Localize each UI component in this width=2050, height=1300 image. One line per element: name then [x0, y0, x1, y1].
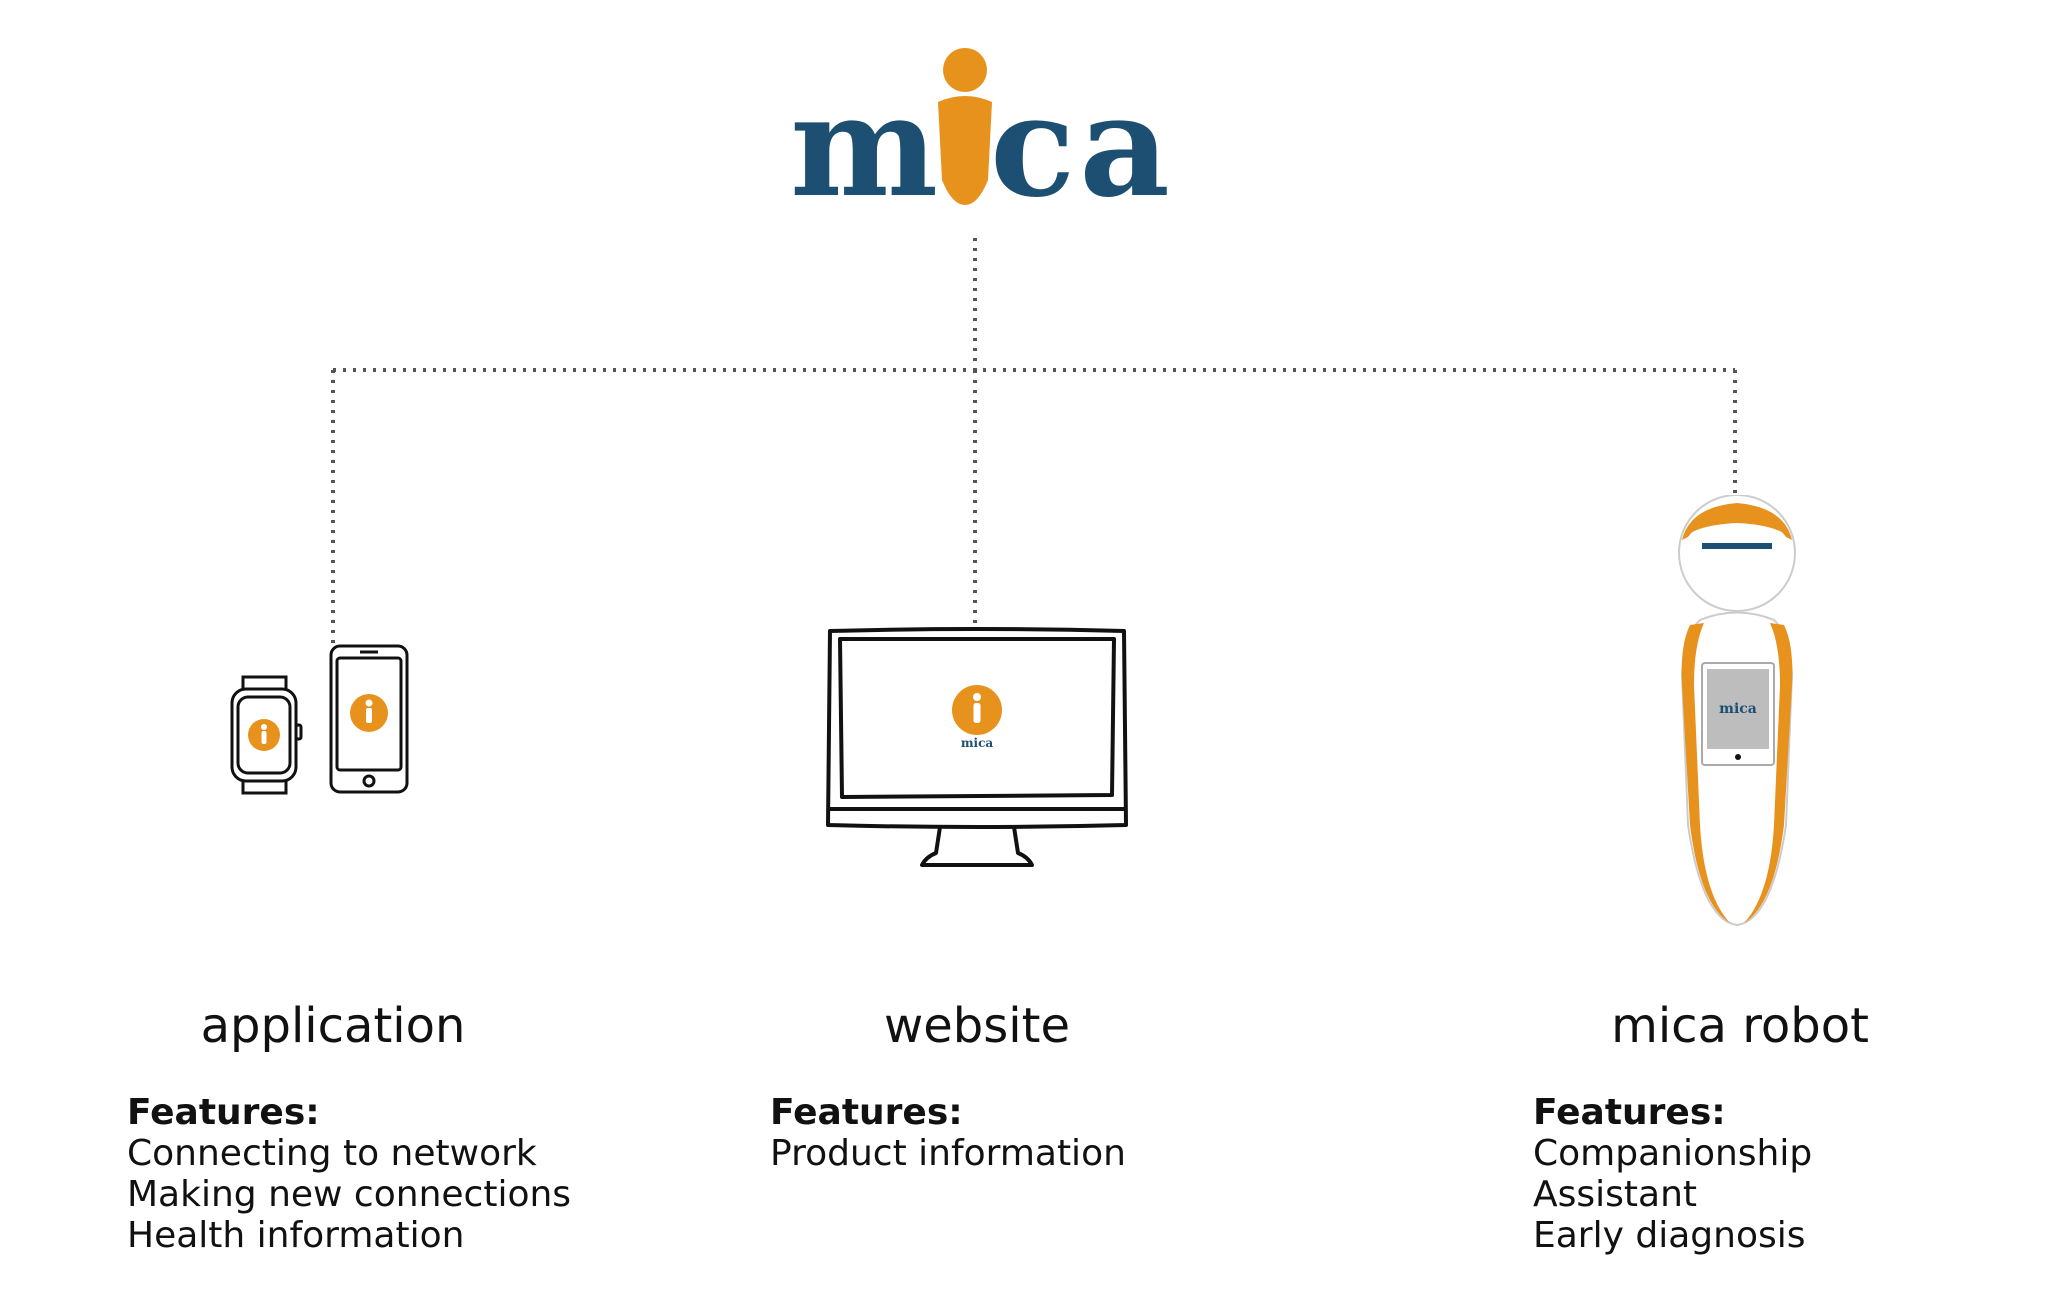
desktop-monitor-icon: mica	[826, 627, 1128, 867]
mica-logo-graphic: m ca	[790, 48, 1170, 229]
features-heading: Features:	[1533, 1092, 1726, 1133]
feature-item: Making new connections	[127, 1174, 572, 1215]
features-robot: Features: Companionship Assistant Early …	[1533, 1092, 1812, 1256]
branch-title-robot: mica robot	[1611, 998, 1869, 1054]
feature-item: Connecting to network	[127, 1133, 537, 1174]
features-heading: Features:	[127, 1092, 320, 1133]
branch-title-application: application	[200, 998, 466, 1054]
svg-text:m: m	[790, 65, 942, 220]
feature-item: Assistant	[1533, 1174, 1698, 1215]
robot-eye-bar	[1702, 543, 1772, 549]
feature-item: Companionship	[1533, 1133, 1813, 1174]
feature-item: Health information	[127, 1215, 465, 1256]
smartphone-icon	[329, 644, 409, 794]
feature-item: Product information	[770, 1133, 1126, 1174]
features-application: Features: Connecting to network Making n…	[127, 1092, 571, 1256]
features-website: Features: Product information	[770, 1092, 1126, 1174]
robot-icon: mica	[1678, 495, 1796, 927]
branch-title-website: website	[884, 998, 1070, 1054]
mica-logo: m ca mica	[790, 40, 1170, 229]
svg-text:ca: ca	[990, 65, 1170, 220]
features-heading: Features:	[770, 1092, 963, 1133]
svg-text:mica: mica	[961, 736, 994, 750]
smartwatch-icon	[230, 675, 303, 795]
feature-item: Early diagnosis	[1533, 1215, 1806, 1256]
svg-text:mica: mica	[1719, 701, 1757, 717]
